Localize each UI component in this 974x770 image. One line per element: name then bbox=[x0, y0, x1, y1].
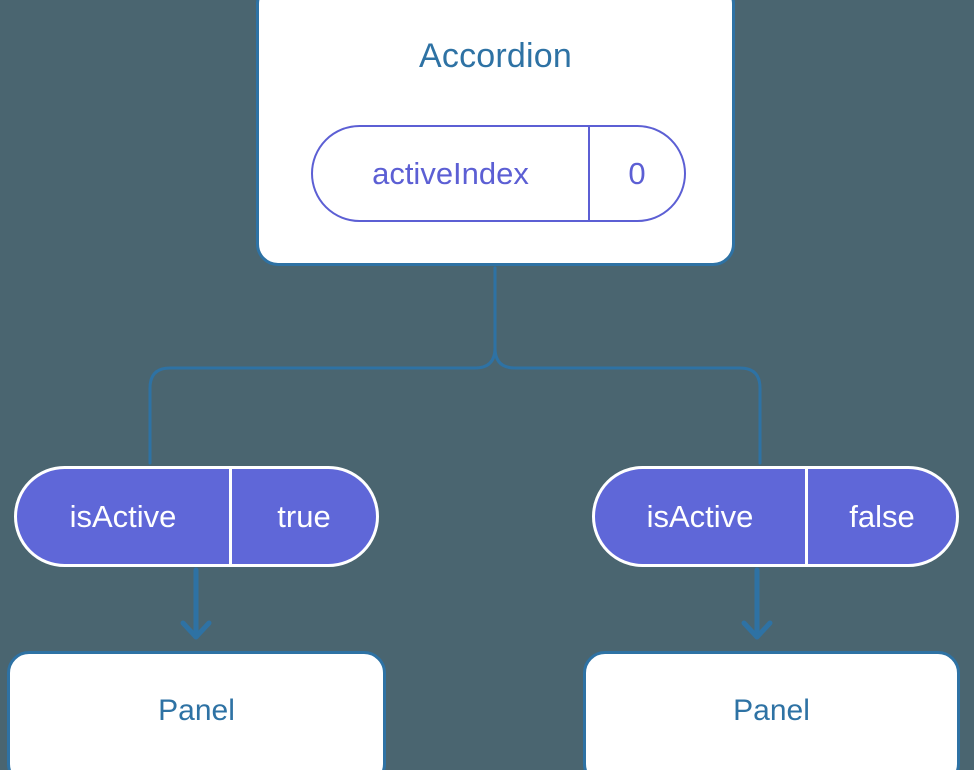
component-node-panel-right[interactable]: Panel bbox=[583, 651, 960, 770]
state-key-active-index: activeIndex bbox=[313, 127, 590, 220]
component-title-panel-left: Panel bbox=[158, 693, 235, 727]
arrowhead-left-icon bbox=[180, 620, 212, 640]
prop-pill-is-active-false[interactable]: isActive false bbox=[592, 466, 959, 567]
arrowhead-right-icon bbox=[741, 620, 773, 640]
prop-value-is-active-right: false bbox=[849, 498, 915, 534]
state-pill-active-index[interactable]: activeIndex 0 bbox=[311, 125, 686, 222]
component-title-panel-right: Panel bbox=[733, 693, 810, 727]
connector-root-split bbox=[148, 266, 497, 465]
prop-key-is-active-right: isActive bbox=[595, 469, 808, 564]
prop-pill-is-active-true[interactable]: isActive true bbox=[14, 466, 379, 567]
connector-root-split-right bbox=[493, 266, 762, 465]
prop-key-is-active-left: isActive bbox=[17, 469, 232, 564]
component-node-accordion[interactable]: Accordion activeIndex 0 bbox=[256, 0, 735, 266]
state-value-active-index: 0 bbox=[628, 155, 646, 191]
prop-value-is-active-left: true bbox=[277, 498, 331, 534]
component-title-accordion: Accordion bbox=[419, 37, 572, 75]
component-node-panel-left[interactable]: Panel bbox=[7, 651, 386, 770]
